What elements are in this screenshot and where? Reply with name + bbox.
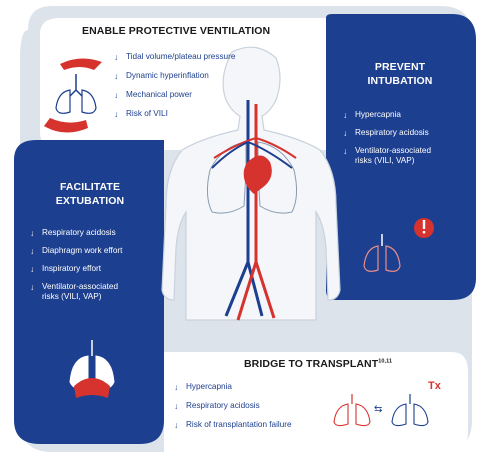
diaphragm-icon [74,378,110,398]
lungs-icon [363,234,401,272]
body-silhouette [161,46,341,321]
down-arrow-icon: ↓ [343,146,348,156]
down-arrow-icon: ↓ [114,52,119,62]
list-item: ↓Respiratory acidosis [30,228,116,238]
list-item: ↓Risk of transplantation failure [174,420,292,430]
extubation-title: FACILITATE EXTUBATION [55,181,125,207]
down-arrow-icon: ↓ [30,228,35,238]
down-arrow-icon: ↓ [174,420,179,430]
list-item: ↓Respiratory acidosis [343,128,429,138]
list-item: ↓Diaphragm work effort [30,246,123,256]
list-item: ↓Inspiratory effort [30,264,102,274]
down-arrow-icon: ↓ [174,382,179,392]
down-arrow-icon: ↓ [30,264,35,274]
list-item: ↓Dynamic hyperinflation [114,71,209,81]
tx-label: Tx [428,380,441,392]
swap-arrows-icon: ⇆ [374,404,383,415]
warning-icon [414,218,434,238]
transplant-panel [164,352,468,452]
transplant-title: BRIDGE TO TRANSPLANT10,11 [244,358,393,370]
transplant-reference: 10,11 [378,358,393,365]
list-item: ↓Tidal volume/plateau pressure [114,52,236,62]
extubation-panel [14,140,164,444]
intubation-list: ↓Hypercapnia ↓Respiratory acidosis ↓Vent… [343,110,468,166]
down-arrow-icon: ↓ [343,110,348,120]
down-arrow-icon: ↓ [343,128,348,138]
list-item: ↓Respiratory acidosis [174,401,260,411]
intubation-panel [326,14,476,300]
down-arrow-icon: ↓ [114,90,119,100]
intubation-title: PREVENT INTUBATION [367,61,433,87]
ventilation-title: ENABLE PROTECTIVE VENTILATION [82,25,271,37]
lungs-icon [391,394,429,427]
down-arrow-icon: ↓ [114,71,119,81]
extubation-list: ↓Respiratory acidosis ↓Diaphragm work ef… [30,228,160,302]
lungs-icon [333,394,371,427]
hands-icon [44,58,102,133]
list-item: ↓Hypercapnia [343,110,401,120]
list-item: ↓Hypercapnia [174,382,232,392]
list-item: ↓Mechanical power [114,90,192,100]
down-arrow-icon: ↓ [114,109,119,119]
heart-icon [243,155,272,194]
list-item: ↓Risk of VILI [114,109,168,119]
down-arrow-icon: ↓ [30,246,35,256]
down-arrow-icon: ↓ [30,282,35,292]
lungs-icon [55,74,97,114]
transplant-list: ↓Hypercapnia ↓Respiratory acidosis ↓Risk… [174,382,334,430]
down-arrow-icon: ↓ [174,401,179,411]
ventilation-list: ↓Tidal volume/plateau pressure ↓Dynamic … [114,52,314,119]
